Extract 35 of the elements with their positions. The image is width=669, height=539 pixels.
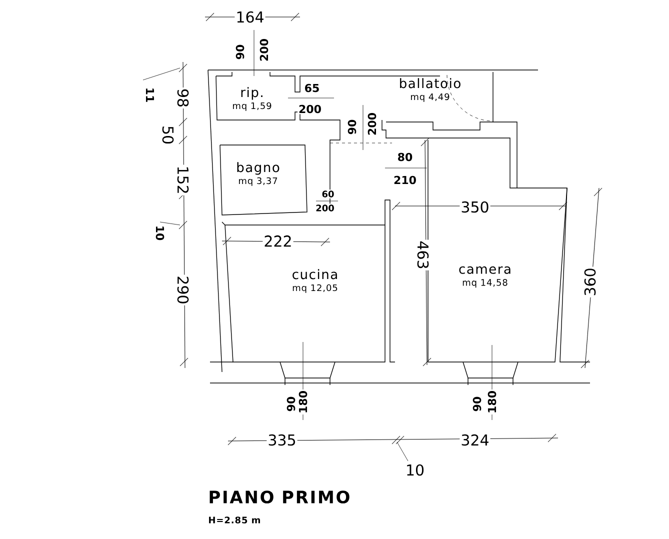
dimension-label: 60 — [320, 190, 336, 198]
dimension-label: 180 — [298, 390, 308, 414]
dimension-label: 90 — [234, 43, 246, 61]
dimension-label: 324 — [460, 433, 490, 447]
dimension-label: 222 — [262, 234, 294, 248]
dimension-label: 80 — [396, 152, 414, 162]
dimension-label: 10 — [404, 463, 426, 477]
dimension-label: 200 — [314, 204, 336, 212]
dimension-label: 164 — [234, 10, 266, 24]
dimension-label: 350 — [460, 200, 490, 214]
dimension-label: 360 — [583, 266, 597, 298]
dimension-label: 65 — [303, 82, 321, 94]
room-label: ballatoio mq 4,49 — [400, 78, 460, 102]
dimension-label: 90 — [286, 395, 296, 413]
dimension-label: 11 — [145, 86, 156, 104]
dimension-label: 90 — [472, 395, 482, 413]
dimension-label: 50 — [161, 124, 175, 146]
dimension-label: 290 — [176, 274, 190, 306]
dimension-label: 180 — [486, 390, 498, 414]
dimension-label: 98 — [176, 87, 190, 109]
dimension-label: 463 — [416, 240, 430, 270]
dimension-label: 200 — [298, 104, 322, 114]
room-label: camera mq 14,58 — [459, 266, 510, 288]
room-label: rip. mq 1,59 — [233, 87, 272, 111]
dimension-label: 335 — [266, 433, 298, 447]
room-label: bagno mq 3,37 — [237, 162, 280, 186]
room-label: cucina mq 12,05 — [292, 269, 338, 293]
dimension-label: 200 — [366, 112, 378, 136]
dimension-label: 90 — [346, 118, 358, 136]
plan-title: PIANO PRIMO — [210, 490, 350, 504]
dimension-label: 10 — [154, 224, 166, 242]
height-note: H=2.85 m — [207, 516, 262, 524]
dimension-label: 210 — [392, 174, 418, 186]
dimension-label: 152 — [176, 164, 190, 196]
dimension-label: 200 — [258, 38, 270, 62]
